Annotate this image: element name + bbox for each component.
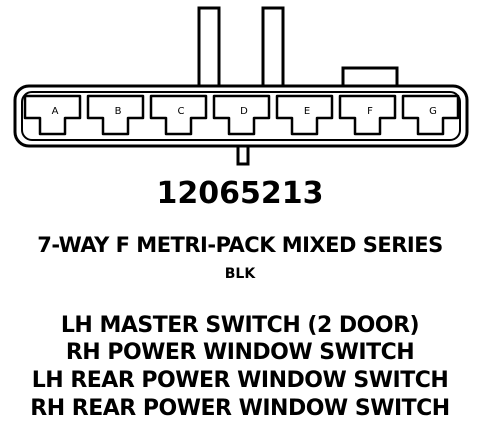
cavity-g — [401, 94, 460, 136]
cavity-label: B — [115, 106, 122, 117]
cavity-c — [149, 94, 208, 136]
usage-item: LH REAR POWER WINDOW SWITCH — [31, 368, 449, 393]
cavity-d — [212, 94, 271, 136]
cavity-label: F — [367, 106, 373, 117]
connector-diagram: A B C D E F G — [13, 6, 469, 166]
cavity-label: G — [429, 106, 437, 117]
part-number: 12065213 — [156, 176, 324, 211]
connector-type: 7-WAY F METRI-PACK MIXED SERIES — [37, 233, 443, 257]
usage-item: RH POWER WINDOW SWITCH — [65, 340, 415, 365]
cavity-f — [338, 94, 397, 136]
usage-item: RH REAR POWER WINDOW SWITCH — [30, 396, 450, 421]
connector-body-inner — [21, 91, 461, 141]
connector-color: BLK — [224, 266, 256, 282]
cavity-group: A B C D E F G — [23, 94, 460, 136]
latch-tab-left — [197, 6, 221, 90]
cavity-label: A — [52, 106, 59, 117]
cavity-a — [23, 94, 82, 136]
cavity-label: E — [304, 106, 310, 117]
usage-item: LH MASTER SWITCH (2 DOOR) — [60, 313, 420, 338]
latch-tab-right — [261, 6, 285, 90]
cavity-b — [86, 94, 145, 136]
cavity-label: D — [240, 106, 248, 117]
cavity-label: C — [178, 106, 185, 117]
cavity-e — [275, 94, 334, 136]
